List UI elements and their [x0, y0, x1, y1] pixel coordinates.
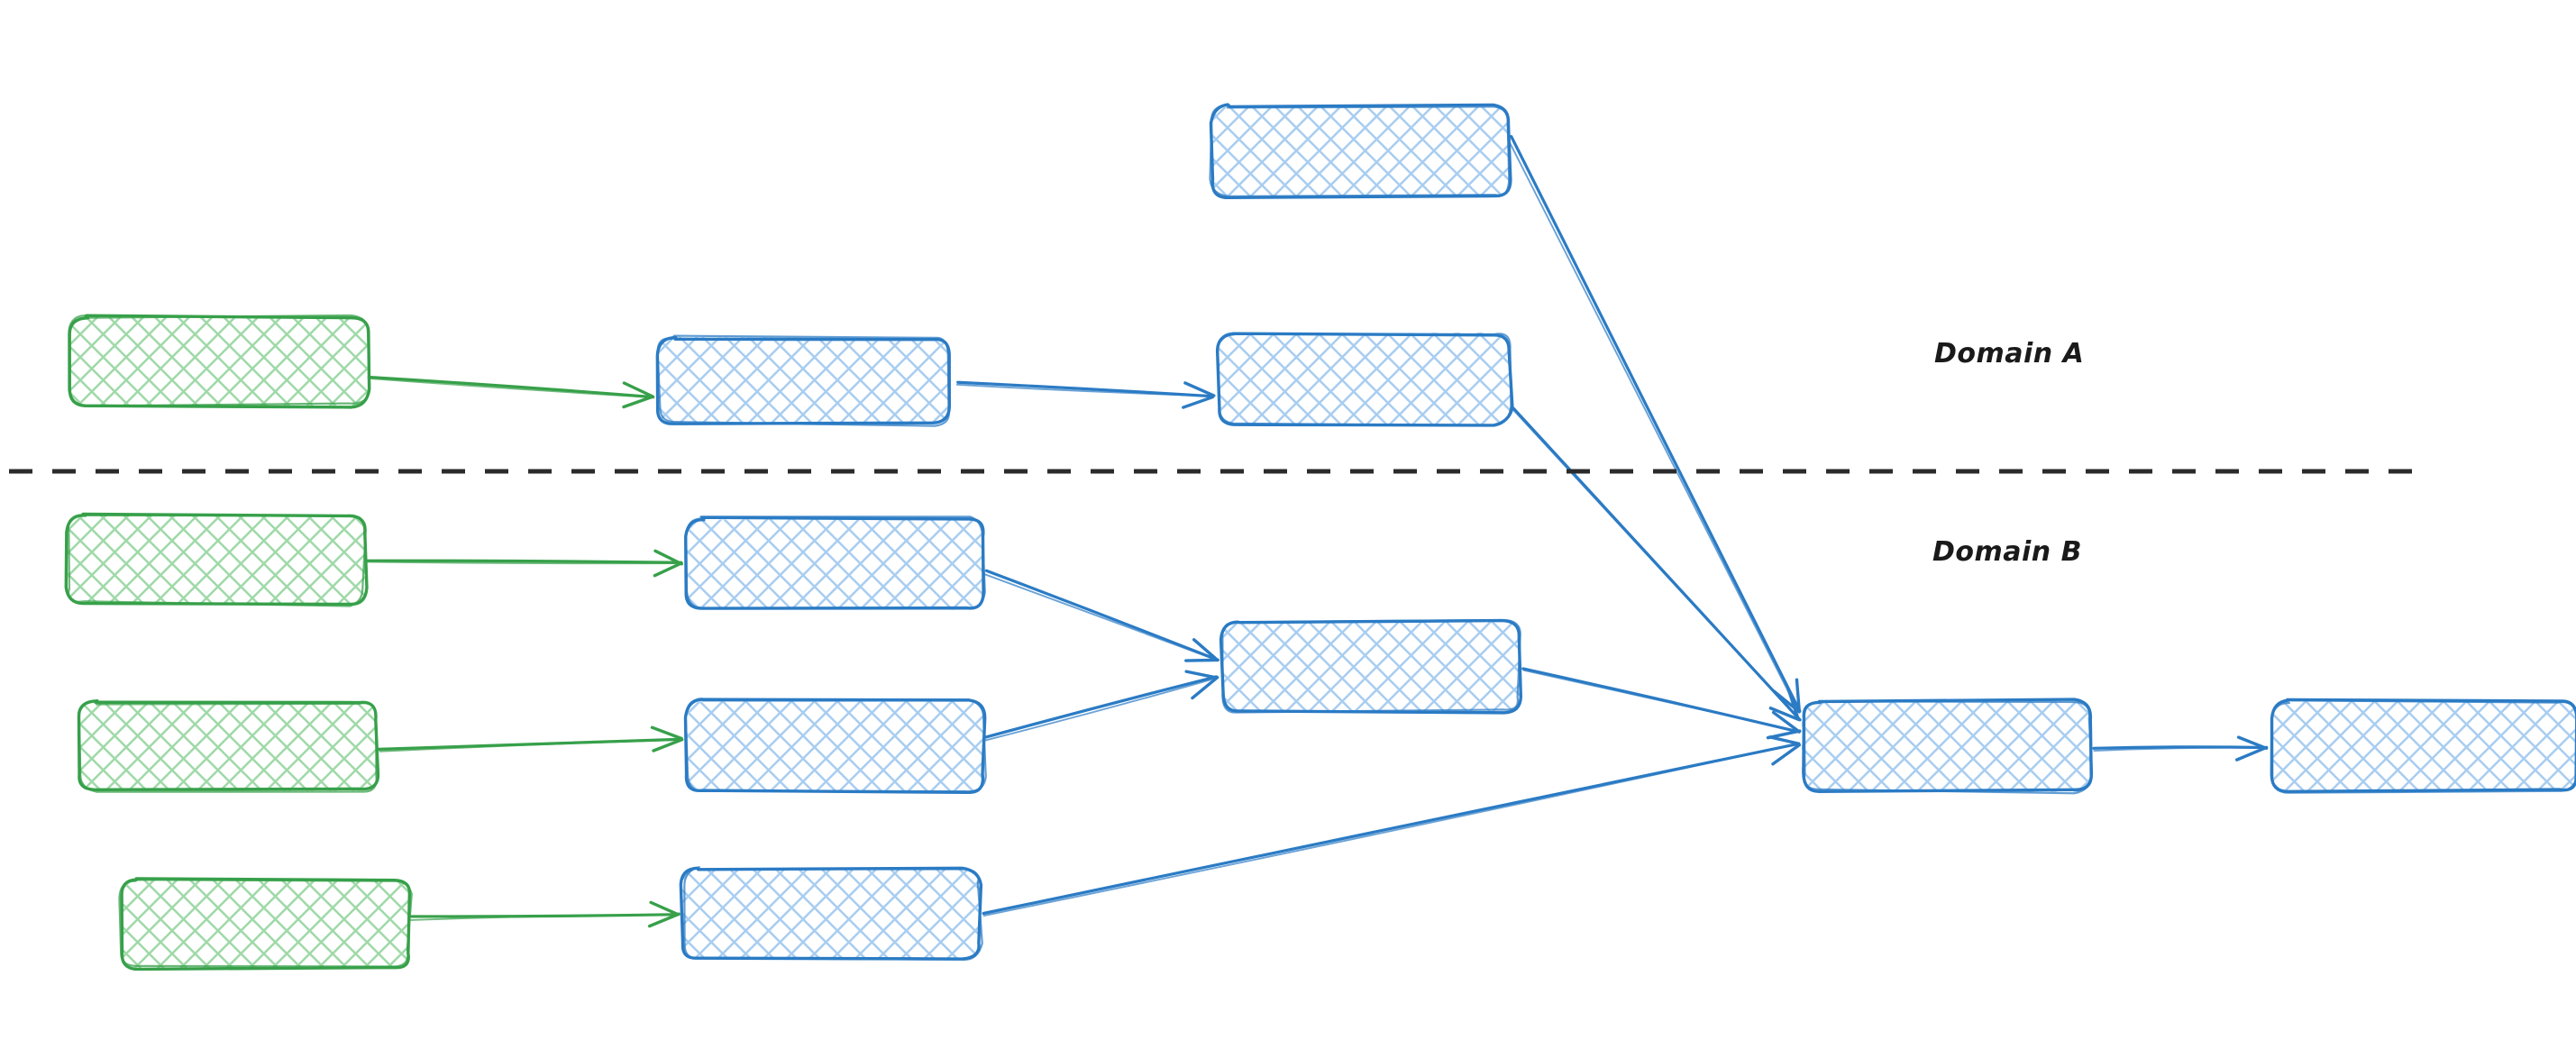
node-outline: [656, 334, 950, 427]
node-blue-box[interactable]: [655, 334, 951, 427]
arrowhead-stroke: [1771, 743, 1802, 766]
edge-shaft: [1510, 134, 1802, 713]
edges-layer: [364, 134, 2269, 928]
node-blue-box[interactable]: [1209, 103, 1512, 200]
edge-shaft: [364, 559, 683, 564]
node-green-box[interactable]: [118, 877, 413, 971]
edge-green-arrow: [366, 375, 655, 409]
node-fill: [657, 336, 951, 424]
node-blue-box[interactable]: [2270, 698, 2576, 794]
arrowhead-stroke: [653, 561, 683, 578]
node-outline: [68, 314, 371, 407]
node-blue-box[interactable]: [1215, 332, 1514, 427]
edge-shaft: [409, 913, 680, 921]
edge-shaft: [983, 675, 1218, 739]
arrowhead-stroke: [647, 912, 681, 928]
edge-blue-arrow: [1521, 667, 1802, 740]
edge-blue-arrow: [2092, 735, 2269, 762]
edge-shaft: [367, 375, 655, 399]
edge-shaft: [982, 572, 1218, 661]
arrowhead-stroke: [2235, 745, 2269, 762]
node-blue-box[interactable]: [684, 515, 986, 610]
node-outline: [118, 879, 413, 968]
node-outline: [1803, 700, 2094, 795]
arrowhead-stroke: [622, 381, 654, 398]
edge-shaft: [982, 743, 1799, 917]
edge-shaft: [1522, 669, 1800, 733]
edge-blue-arrow: [1510, 406, 1802, 722]
edge-shaft: [984, 677, 1219, 742]
arrowhead-stroke: [2236, 735, 2269, 751]
edge-green-arrow: [409, 900, 681, 928]
node-fill: [1218, 332, 1511, 424]
node-fill: [1212, 106, 1510, 196]
arrowhead-stroke: [1184, 658, 1219, 662]
node-blue-box[interactable]: [1801, 698, 2094, 795]
node-fill: [1220, 621, 1520, 713]
arrowhead-stroke: [1786, 687, 1800, 721]
domain-label-domain-a: Domain A: [1934, 338, 2084, 369]
node-blue-box[interactable]: [683, 698, 987, 795]
node-outline: [1221, 618, 1521, 714]
node-green-box[interactable]: [64, 512, 369, 607]
node-outline: [684, 698, 987, 793]
edge-shaft: [379, 738, 683, 753]
node-fill: [121, 878, 410, 969]
edge-blue-arrow: [982, 735, 1802, 917]
labels-layer: Domain A Domain B: [1932, 338, 2084, 568]
arrowhead-stroke: [653, 549, 683, 566]
edge-shaft: [982, 742, 1801, 916]
edge-shaft: [984, 569, 1218, 661]
edge-blue-arrow: [983, 670, 1219, 742]
edge-shaft: [1510, 406, 1800, 720]
arrowhead-stroke: [1191, 675, 1219, 700]
node-fill: [69, 316, 368, 406]
node-outline: [78, 700, 378, 793]
node-outline: [685, 515, 986, 609]
arrowhead-stroke: [1182, 395, 1214, 409]
node-outline: [2270, 699, 2576, 794]
arrowhead-stroke: [1192, 638, 1219, 661]
arrowhead-stroke: [652, 738, 684, 753]
node-fill: [686, 699, 985, 792]
arrowhead-stroke: [649, 900, 679, 916]
node-outline: [1209, 104, 1511, 197]
edge-shaft: [365, 561, 682, 565]
arrowhead-stroke: [1183, 381, 1216, 397]
node-outline: [683, 866, 983, 961]
node-fill: [686, 518, 985, 610]
arrowhead-stroke: [622, 395, 653, 409]
node-fill: [1801, 700, 2092, 792]
edge-shaft: [2093, 746, 2267, 752]
arrowhead-stroke: [650, 725, 683, 741]
node-blue-box[interactable]: [1219, 618, 1523, 715]
edge-blue-arrow: [955, 380, 1216, 409]
node-fill: [67, 514, 365, 604]
node-fill: [681, 867, 981, 960]
edge-shaft: [1506, 138, 1800, 714]
edge-green-arrow: [364, 549, 683, 578]
edge-shaft: [955, 383, 1214, 397]
edge-shaft: [366, 377, 654, 398]
node-green-box[interactable]: [68, 314, 371, 409]
node-fill: [78, 701, 378, 791]
nodes-layer: [64, 103, 2576, 971]
node-outline: [67, 514, 367, 607]
node-blue-box[interactable]: [679, 866, 983, 961]
arrowhead-stroke: [1768, 735, 1800, 745]
node-outline: [1217, 332, 1512, 427]
edge-blue-arrow: [982, 569, 1219, 662]
edge-blue-arrow: [1506, 134, 1802, 714]
edge-green-arrow: [377, 725, 684, 753]
node-fill: [2270, 700, 2576, 791]
arrowhead-stroke: [1184, 670, 1218, 680]
domain-label-domain-b: Domain B: [1932, 536, 2082, 568]
arrowhead-stroke: [1768, 707, 1801, 722]
arrowhead-stroke: [1771, 710, 1801, 734]
arrowhead-stroke: [1795, 678, 1801, 714]
node-green-box[interactable]: [77, 699, 380, 793]
